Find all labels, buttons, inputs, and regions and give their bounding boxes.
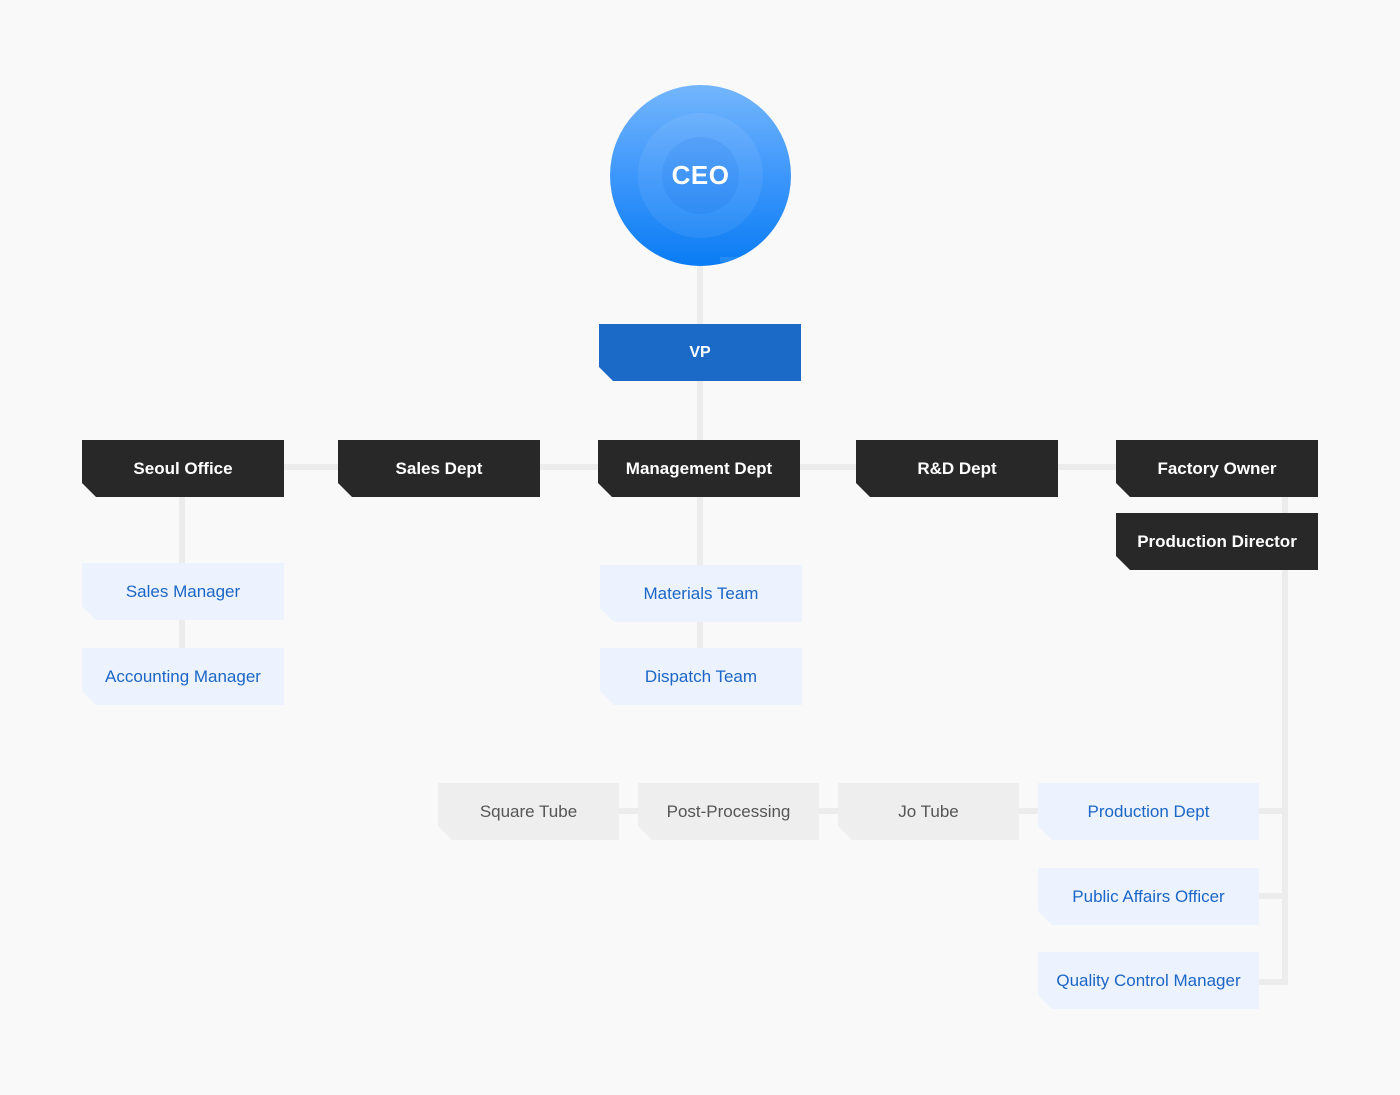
unit-jo-tube[interactable]: Jo Tube	[838, 783, 1019, 840]
dept-management[interactable]: Management Dept	[598, 440, 800, 497]
connector-vp-management	[697, 380, 703, 442]
dept-label: R&D Dept	[917, 458, 997, 478]
unit-post-processing[interactable]: Post-Processing	[638, 783, 819, 840]
ceo-logo-ring	[638, 113, 763, 238]
connector-factory-director	[1282, 495, 1288, 515]
unit-label: Production Dept	[1087, 801, 1210, 821]
connector-trunk-production	[1257, 808, 1288, 814]
staff-label: Sales Manager	[125, 581, 241, 601]
team-dispatch[interactable]: Dispatch Team	[600, 648, 802, 705]
dept-factory-owner[interactable]: Factory Owner	[1116, 440, 1318, 497]
connector-trunk-quality	[1257, 979, 1288, 985]
ceo-node[interactable]: CEO	[610, 85, 791, 266]
staff-accounting-manager[interactable]: Accounting Manager	[82, 648, 284, 705]
unit-square-tube[interactable]: Square Tube	[438, 783, 619, 840]
connector-director-trunk	[1282, 568, 1288, 985]
staff-label: Accounting Manager	[105, 666, 261, 686]
dept-rnd[interactable]: R&D Dept	[856, 440, 1058, 497]
dept-label: Production Director	[1137, 531, 1297, 551]
staff-label: Public Affairs Officer	[1072, 886, 1225, 906]
team-label: Dispatch Team	[644, 666, 758, 686]
ceo-logo-bar	[720, 257, 772, 262]
dept-label: Seoul Office	[133, 458, 233, 478]
team-label: Materials Team	[643, 583, 759, 603]
ceo-label: CEO	[671, 160, 730, 190]
dept-label: Sales Dept	[395, 458, 483, 478]
unit-label: Post-Processing	[666, 801, 791, 821]
dept-label: Factory Owner	[1157, 458, 1277, 478]
dept-sales[interactable]: Sales Dept	[338, 440, 540, 497]
staff-label: Quality Control Manager	[1056, 970, 1241, 990]
vp-node[interactable]: VP	[599, 324, 801, 381]
dept-label: Management Dept	[625, 458, 773, 478]
unit-label: Square Tube	[479, 801, 578, 821]
staff-public-affairs-officer[interactable]: Public Affairs Officer	[1038, 868, 1259, 925]
unit-label: Jo Tube	[898, 801, 959, 821]
ceo-logo-inner	[662, 137, 739, 214]
team-materials[interactable]: Materials Team	[600, 565, 802, 622]
vp-label: VP	[689, 343, 711, 361]
dept-seoul-office[interactable]: Seoul Office	[82, 440, 284, 497]
connector-production-units	[617, 808, 1040, 814]
unit-production-dept[interactable]: Production Dept	[1038, 783, 1259, 840]
staff-quality-control-manager[interactable]: Quality Control Manager	[1038, 952, 1259, 1009]
connector-ceo-vp	[697, 264, 703, 326]
connector-trunk-public-affairs	[1257, 893, 1288, 899]
dept-production-director[interactable]: Production Director	[1116, 513, 1318, 570]
staff-sales-manager[interactable]: Sales Manager	[82, 563, 284, 620]
